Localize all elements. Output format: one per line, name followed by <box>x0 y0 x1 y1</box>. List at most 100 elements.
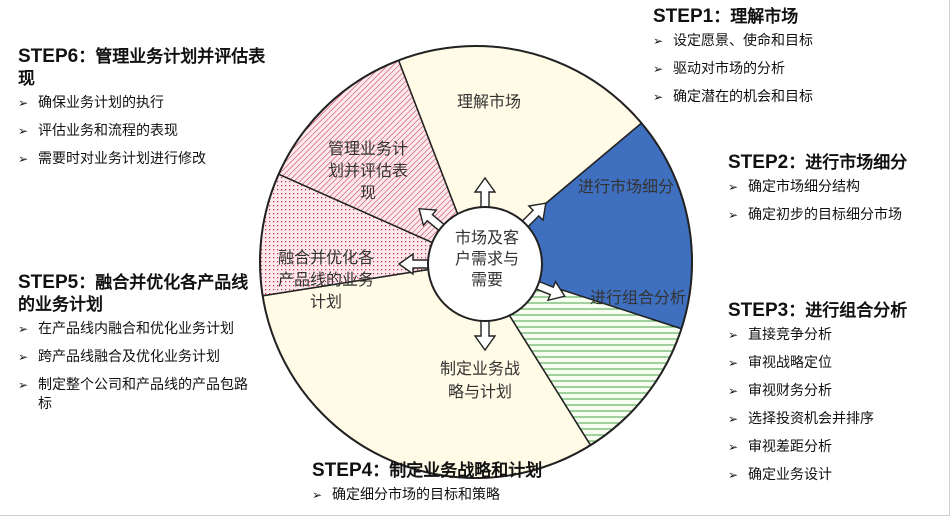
step4-title: STEP4：制定业务战略和计划 <box>312 460 543 481</box>
step6-item: ➢ 需要时对业务计划进行修改 <box>18 150 280 169</box>
step3-item: ➢ 审视差距分析 <box>728 438 950 457</box>
step3-item-text: 确定业务设计 <box>748 467 832 483</box>
step1-item: ➢ 确定潜在的机会和目标 <box>653 88 948 107</box>
step1-title: STEP1：理解市场 <box>653 6 799 27</box>
segment-label-integrate: 融合并优化各产品线的业务计划 <box>278 248 374 311</box>
step1-item: ➢ 驱动对市场的分析 <box>653 60 948 79</box>
step2-item: ➢ 确定市场细分结构 <box>728 178 950 197</box>
step2-item-text: 确定市场细分结构 <box>748 179 860 195</box>
step1-item: ➢ 设定愿景、使命和目标 <box>653 32 948 51</box>
segment-label-strategy-line: 制定业务战 <box>440 359 520 378</box>
step3-item: ➢ 选择投资机会并排序 <box>728 410 950 429</box>
center-label-line: 市场及客 <box>455 228 519 247</box>
step6-item: ➢ 评估业务和流程的表现 <box>18 122 280 141</box>
step5-list: ➢ 在产品线内融合和优化业务计划 ➢ 跨产品线融合及优化业务计划 ➢ 制定整个公司和产品线… <box>18 320 256 414</box>
step4-block: STEP4：制定业务战略和计划 ➢ 确定细分市场的目标和策略 <box>312 460 712 514</box>
segment-label-strategy-line: 略与计划 <box>448 382 512 401</box>
step3-item-text: 选择投资机会并排序 <box>748 411 874 427</box>
step1-item-text: 确定潜在的机会和目标 <box>673 89 813 105</box>
step1-item-text: 驱动对市场的分析 <box>673 61 785 77</box>
center-label-line: 需要 <box>471 270 503 289</box>
step4-item: ➢ 确定细分市场的目标和策略 <box>312 486 712 505</box>
segment-label-integrate-line: 产品线的业务 <box>278 270 374 289</box>
step6-title: STEP6：管理业务计划并评估表现 <box>18 46 266 89</box>
step5-item: ➢ 制定整个公司和产品线的产品包路标 <box>18 376 256 414</box>
center-hub <box>427 206 543 322</box>
arrow-bullet-icon: ➢ <box>653 34 664 48</box>
step2-item-text: 确定初步的目标细分市场 <box>748 207 902 223</box>
segment-label-understand-line: 理解市场 <box>457 92 521 111</box>
step2-list: ➢ 确定市场细分结构 ➢ 确定初步的目标细分市场 <box>728 178 950 225</box>
arrow-bullet-icon: ➢ <box>728 180 739 194</box>
arrow-bullet-icon: ➢ <box>312 488 323 502</box>
segment-label-understand: 理解市场 <box>457 92 521 111</box>
step2-title: STEP2：进行市场细分 <box>728 152 908 173</box>
step3-item: ➢ 直接竞争分析 <box>728 326 950 345</box>
step3-item: ➢ 确定业务设计 <box>728 466 950 485</box>
arrow-bullet-icon: ➢ <box>728 412 739 426</box>
step2-item: ➢ 确定初步的目标细分市场 <box>728 206 950 225</box>
arrow-bullet-icon: ➢ <box>18 124 29 138</box>
segment-label-segment: 进行市场细分 <box>578 177 674 196</box>
arrow-bullet-icon: ➢ <box>728 468 739 482</box>
step3-item-text: 审视战略定位 <box>748 355 832 371</box>
step6-item-text: 需要时对业务计划进行修改 <box>38 151 206 167</box>
outward-arrow-icon <box>520 202 547 229</box>
step5-item: ➢ 跨产品线融合及优化业务计划 <box>18 348 256 367</box>
segment-label-manage-line: 管理业务计 <box>328 139 408 158</box>
step3-list: ➢ 直接竞争分析 ➢ 审视战略定位 ➢ 审视财务分析 ➢ 选择投资机会并排序 ➢ 审视差距分析 ➢ 确… <box>728 326 950 485</box>
step6-block: STEP6：管理业务计划并评估表现 ➢确保业务计划的执行➢评估业务和流程的表现➢… <box>18 46 280 178</box>
arrow-bullet-icon: ➢ <box>728 440 739 454</box>
arrow-bullet-icon: ➢ <box>728 208 739 222</box>
arrow-bullet-icon: ➢ <box>18 378 29 392</box>
step3-item-text: 审视差距分析 <box>748 439 832 455</box>
step6-item-text: 评估业务和流程的表现 <box>38 123 178 139</box>
step3-item-text: 直接竞争分析 <box>748 327 832 343</box>
step5-item-text: 在产品线内融合和优化业务计划 <box>38 321 234 337</box>
arrow-bullet-icon: ➢ <box>18 152 29 166</box>
arrow-bullet-icon: ➢ <box>728 328 739 342</box>
arrow-bullet-icon: ➢ <box>728 356 739 370</box>
outward-arrow-icon <box>473 176 497 209</box>
segment-label-integrate-line: 融合并优化各 <box>278 248 374 267</box>
step3-item: ➢ 审视战略定位 <box>728 354 950 373</box>
step5-item-text: 跨产品线融合及优化业务计划 <box>38 349 220 365</box>
step3-block: STEP3：进行组合分析 ➢ 直接竞争分析 ➢ 审视战略定位 ➢ 审视财务分析 ➢ 选择投资机… <box>728 300 950 494</box>
step2-block: STEP2：进行市场细分 ➢ 确定市场细分结构 ➢ 确定初步的目标细分市场 <box>728 152 950 234</box>
arrow-bullet-icon: ➢ <box>653 90 664 104</box>
step4-item-text: 确定细分市场的目标和策略 <box>332 487 500 503</box>
segment-label-manage-line: 划并评估表 <box>328 161 408 180</box>
arrow-bullet-icon: ➢ <box>18 96 29 110</box>
step3-item-text: 审视财务分析 <box>748 383 832 399</box>
step6-list: ➢ 确保业务计划的执行 ➢ 评估业务和流程的表现 ➢ 需要时对业务计划进行修改 <box>18 94 280 169</box>
segment-label-manage-line: 现 <box>360 183 376 202</box>
step1-block: STEP1：理解市场 ➢ 设定愿景、使命和目标 ➢ 驱动对市场的分析 ➢ 确定潜在的机会和… <box>653 6 948 116</box>
outward-arrow-icon <box>397 252 430 276</box>
arrow-bullet-icon: ➢ <box>653 62 664 76</box>
step4-list: ➢ 确定细分市场的目标和策略 <box>312 486 712 505</box>
step3-item: ➢ 审视财务分析 <box>728 382 950 401</box>
step1-item-text: 设定愿景、使命和目标 <box>673 33 813 49</box>
center-label-line: 户需求与 <box>455 249 519 268</box>
step1-list: ➢ 设定愿景、使命和目标 ➢ 驱动对市场的分析 ➢ 确定潜在的机会和目标 <box>653 32 948 107</box>
step3-title: STEP3：进行组合分析 <box>728 300 908 321</box>
segment-label-strategy: 制定业务战略与计划 <box>440 359 520 401</box>
segment-label-portfolio-line: 进行组合分析 <box>590 288 686 307</box>
arrow-bullet-icon: ➢ <box>728 384 739 398</box>
segment-label-integrate-line: 计划 <box>310 292 342 311</box>
step5-title: STEP5：融合并优化各产品线的业务计划 <box>18 272 249 315</box>
arrow-bullet-icon: ➢ <box>18 322 29 336</box>
segment-label-portfolio: 进行组合分析 <box>590 288 686 307</box>
wheel-outline <box>259 45 693 479</box>
step5-item: ➢ 在产品线内融合和优化业务计划 <box>18 320 256 339</box>
step5-block: STEP5：融合并优化各产品线的业务计划 ➢ 在产品线内融合和优化业务计划 ➢ 跨产品… <box>18 272 256 423</box>
step5-item-text: 制定整个公司和产品线的产品包路标 <box>38 377 248 412</box>
step6-item-text: 确保业务计划的执行 <box>38 95 164 111</box>
outward-arrow-icon <box>418 207 446 233</box>
segment-label-manage: 管理业务计划并评估表现 <box>328 139 408 202</box>
outward-arrow-icon <box>534 280 566 302</box>
arrow-bullet-icon: ➢ <box>18 350 29 364</box>
segment-label-segment-line: 进行市场细分 <box>578 177 674 196</box>
